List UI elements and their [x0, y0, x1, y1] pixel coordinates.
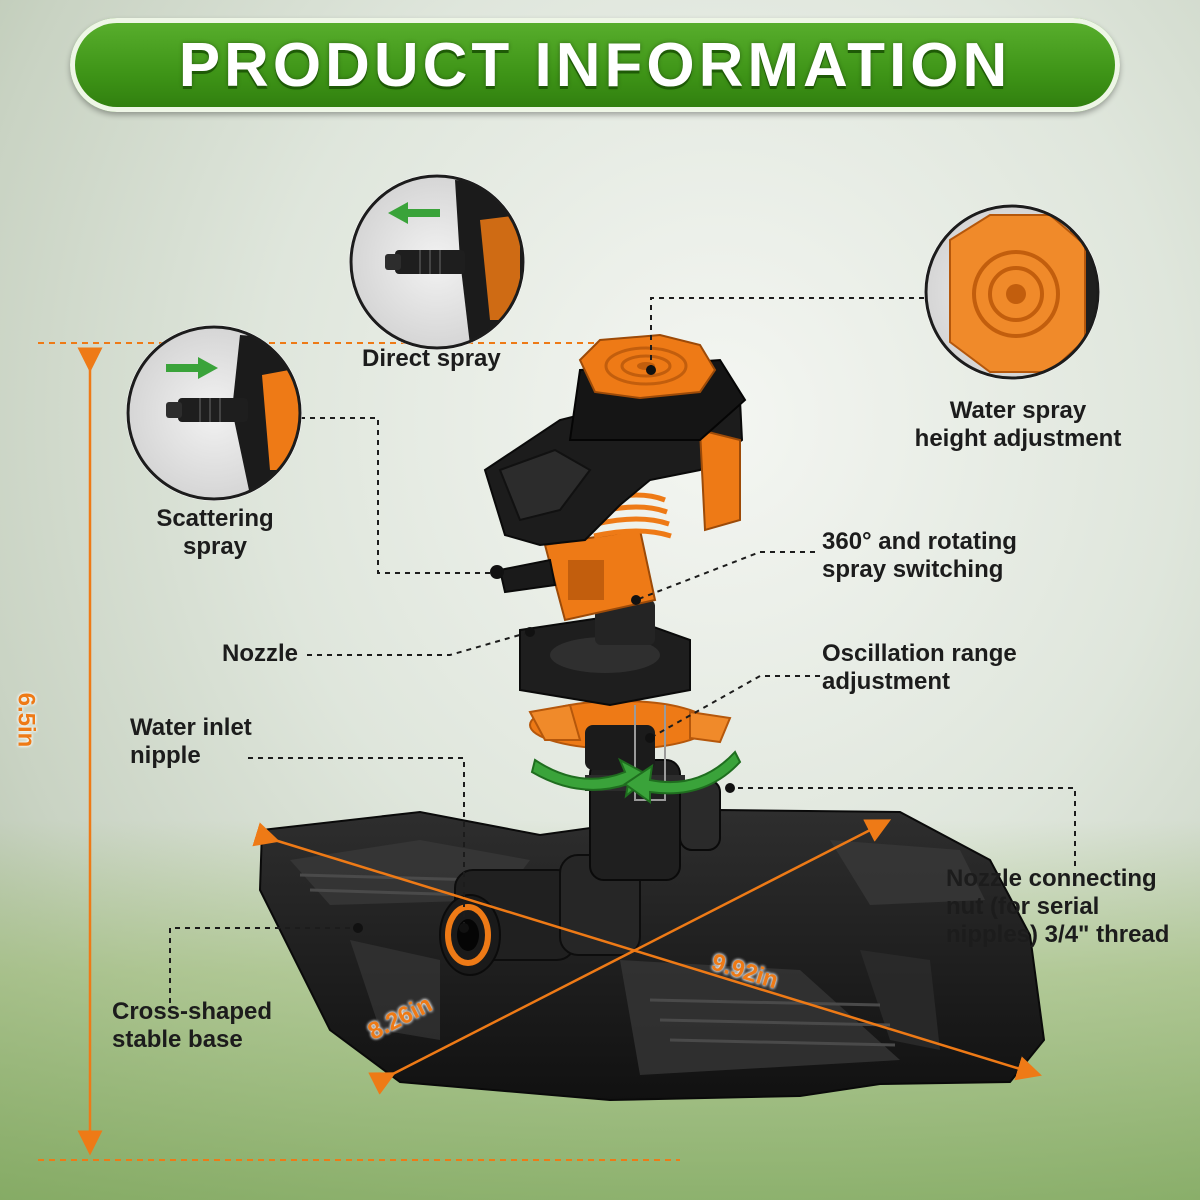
label-line: nut (for serial — [946, 893, 1100, 920]
label-direct-spray-text: Direct spray — [362, 345, 501, 372]
label-line: Water spray — [949, 397, 1087, 424]
label-line: nipples) 3/4" thread — [946, 921, 1170, 948]
header-banner: PRODUCT INFORMATION — [70, 18, 1120, 112]
label-line: stable base — [112, 1026, 243, 1053]
label-scattering-spray: Scattering spray — [140, 505, 290, 561]
callout-lines — [169, 297, 1076, 1003]
label-line: spray switching — [822, 556, 1004, 583]
label-direct-spray: Direct spray — [362, 345, 501, 373]
label-line: Nozzle connecting — [946, 865, 1157, 892]
detail-circle-direct-spray — [349, 174, 525, 350]
callout-dots — [353, 365, 735, 933]
detail-circle-scattering-spray — [126, 325, 302, 501]
label-line: Water inlet — [130, 714, 252, 741]
label-line: nipple — [130, 742, 201, 769]
label-connecting-nut: Nozzle connecting nut (for serial nipple… — [946, 865, 1169, 949]
arrow-right-icon — [166, 357, 218, 379]
width-dimension-line — [368, 819, 892, 1095]
label-line: adjustment — [822, 668, 951, 695]
label-water-spray-height: Water spray height adjustment — [898, 397, 1138, 453]
label-cross-base: Cross-shaped stable base — [112, 998, 272, 1054]
label-line: Scattering — [156, 505, 274, 532]
nozzle-joint — [519, 600, 691, 707]
label-oscillation: Oscillation range adjustment — [822, 640, 1017, 696]
label-line: Oscillation range — [822, 640, 1017, 667]
label-line: height adjustment — [914, 425, 1122, 452]
rotation-arrow-icon — [530, 750, 742, 804]
label-water-inlet: Water inlet nipple — [130, 714, 252, 770]
label-nozzle: Nozzle — [222, 640, 298, 668]
nozzle-orange-block — [490, 528, 657, 622]
label-rotating-switch: 360° and rotating spray switching — [822, 528, 1017, 584]
label-nozzle-text: Nozzle — [222, 640, 299, 667]
dimension-height-label: 6.5in — [12, 692, 40, 748]
label-line: 360° and rotating — [822, 528, 1017, 555]
height-dimension-line — [38, 342, 680, 1161]
detail-circle-height-adjustment — [924, 204, 1100, 380]
label-line: Cross-shaped — [112, 998, 273, 1025]
arrow-left-icon — [388, 202, 440, 224]
page-title: PRODUCT INFORMATION — [178, 30, 1012, 100]
label-line: spray — [182, 533, 248, 560]
